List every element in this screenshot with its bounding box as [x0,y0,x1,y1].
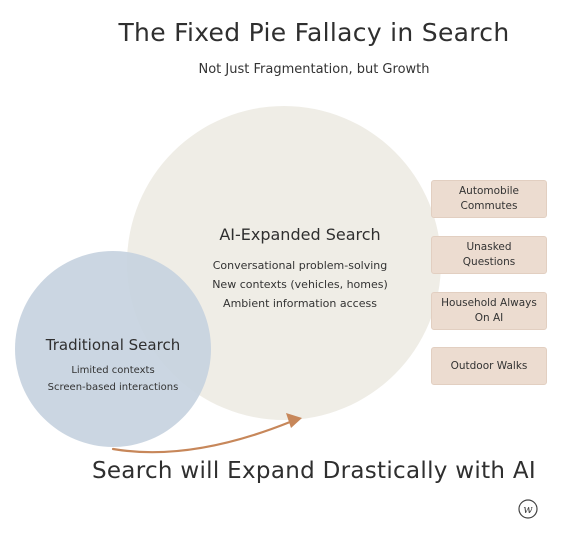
ai-expanded-line: Ambient information access [223,297,377,310]
signature-logo: w [515,498,541,524]
tag-outdoor-walks: Outdoor Walks [431,347,547,385]
tag-label: Outdoor Walks [450,359,528,372]
ai-expanded-line: Conversational problem-solving [212,259,388,272]
traditional-search-line: Limited contexts [71,365,155,376]
page-subtitle: Not Just Fragmentation, but Growth [198,62,430,77]
tag-household-always-on-ai: Household Always On AI [431,292,547,330]
ai-expanded-heading: AI-Expanded Search [219,225,381,244]
traditional-search-line: Screen-based interactions [47,382,179,393]
ai-expanded-line: New contexts (vehicles, homes) [212,278,388,291]
tag-label: On AI [474,312,504,324]
traditional-search-circle [15,251,211,447]
growth-arrow [111,420,292,454]
tag-label: Household Always [441,297,537,309]
page-title: The Fixed Pie Fallacy in Search [118,18,510,47]
growth-arrow-head [286,413,302,428]
footer-headline: Search will Expand Drastically with AI [91,458,537,484]
tag-label: Questions [462,256,516,268]
signature-letter: w [523,503,533,516]
tag-label: Automobile [459,185,519,197]
tag-label: Commutes [460,200,518,212]
tag-label: Unasked [466,241,512,253]
traditional-search-heading: Traditional Search [45,336,181,354]
signature-icon: w [518,499,538,519]
